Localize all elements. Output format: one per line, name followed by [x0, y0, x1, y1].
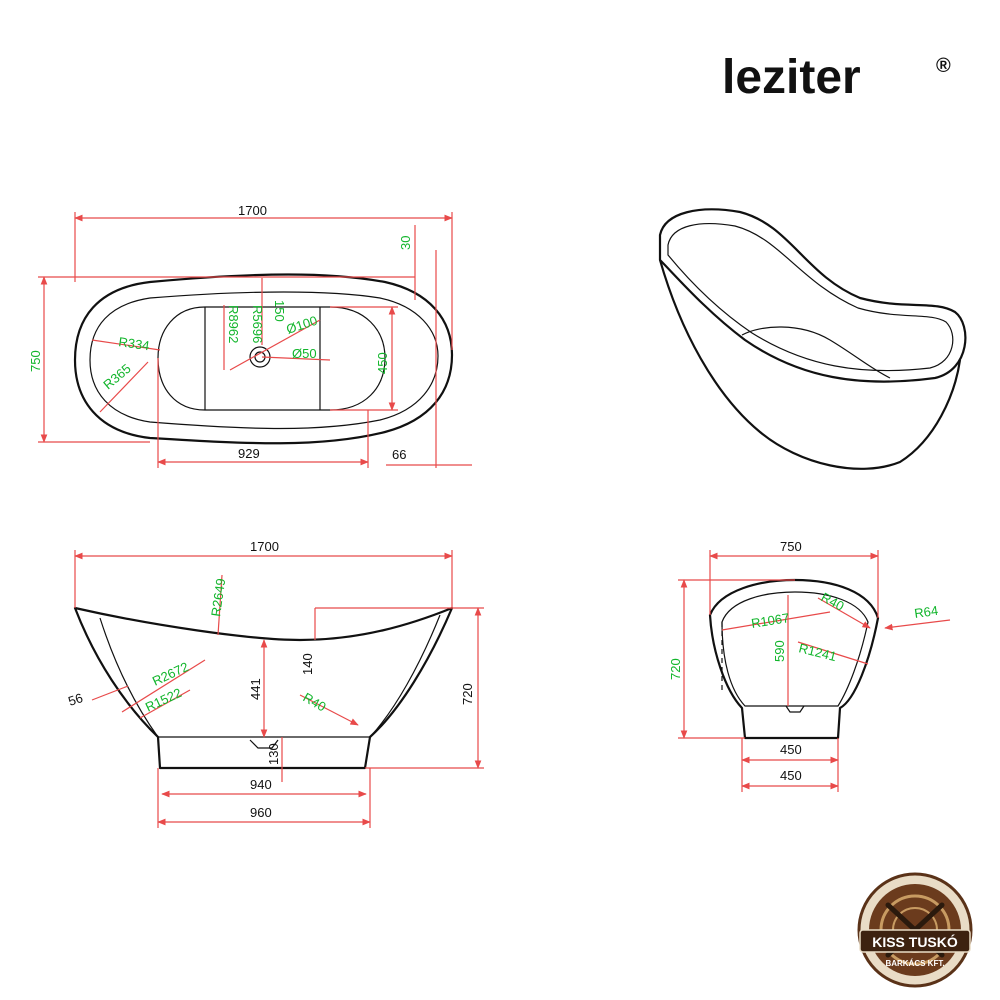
leader-r1241 — [797, 641, 869, 665]
label-r40-end: R40 — [819, 589, 847, 613]
leader-r1067 — [721, 611, 831, 631]
label-r2649: R2649 — [208, 577, 228, 617]
end-view: 750 720 590 R1067 R40 R64 R1241 450 450 — [668, 539, 951, 792]
label-r365: R365 — [100, 361, 133, 392]
seal-text-main: KISS TUSKÓ — [872, 933, 958, 950]
label-r1522: R1522 — [143, 685, 184, 715]
dim-label-1700-side: 1700 — [250, 539, 279, 554]
label-r1241: R1241 — [797, 640, 838, 664]
dim-label-720-side: 720 — [460, 683, 475, 705]
registered-mark: ® — [936, 55, 951, 77]
dim-label-590: 590 — [772, 640, 787, 662]
top-view: 1700 30 750 150 R334 R365 R8962 R5696 Ø1… — [28, 203, 472, 468]
label-drain-100: Ø100 — [284, 313, 319, 337]
side-view-inner-wall — [99, 617, 159, 738]
leader-drain-50 — [261, 356, 331, 361]
leader-r1522 — [139, 689, 191, 719]
dim-label-960: 960 — [250, 805, 272, 820]
dim-label-130: 130 — [266, 743, 281, 765]
perspective-basin — [741, 326, 891, 379]
perspective-view — [658, 208, 967, 470]
perspective-body — [658, 259, 962, 470]
dim-label-940: 940 — [250, 777, 272, 792]
label-56: 56 — [66, 690, 84, 709]
top-view-outer-outline — [73, 273, 454, 445]
label-drain-50: Ø50 — [292, 346, 317, 361]
label-r334: R334 — [118, 334, 151, 353]
dim-label-450-end-outer: 450 — [780, 768, 802, 783]
brand-logo: leziter ® — [722, 51, 951, 104]
top-view-basin — [157, 306, 386, 411]
dim-label-441: 441 — [248, 678, 263, 700]
perspective-rim-inner — [667, 223, 954, 372]
top-view-inner-rim — [89, 291, 439, 430]
leader-56 — [91, 685, 129, 701]
label-r8962: R8962 — [226, 305, 241, 343]
leader-r365 — [99, 361, 149, 413]
dim-label-750-top: 750 — [28, 350, 43, 372]
dim-label-1700-top: 1700 — [238, 203, 267, 218]
end-view-body — [708, 578, 880, 740]
leader-r40-side — [299, 694, 359, 726]
side-view-inner-wall-right — [369, 614, 441, 738]
label-r1067: R1067 — [750, 610, 790, 631]
dim-label-750-end: 750 — [780, 539, 802, 554]
leader-r2649 — [217, 574, 223, 636]
side-view: 1700 R2649 R2672 R1522 56 441 140 R40 72… — [66, 539, 484, 828]
dim-label-720-end: 720 — [668, 658, 683, 680]
brand-name: leziter — [722, 51, 861, 104]
dim-label-140: 140 — [300, 653, 315, 675]
leader-r64 — [884, 619, 951, 631]
seal-banner — [859, 929, 971, 953]
leader-r2672 — [121, 659, 206, 713]
dim-label-929: 929 — [238, 446, 260, 461]
dim-label-30: 30 — [398, 236, 413, 250]
end-view-drain — [785, 705, 805, 713]
dim-label-450-top: 450 — [375, 352, 390, 374]
leader-r334 — [91, 339, 161, 351]
seal-text-sub: BARKÁCS KFT. — [885, 959, 944, 968]
perspective-rim-outer — [658, 208, 967, 383]
label-r40-side: R40 — [301, 690, 329, 715]
leader-drain-100 — [229, 319, 321, 371]
label-r2672: R2672 — [150, 659, 191, 689]
label-r64: R64 — [913, 603, 939, 621]
end-view-inner-wall — [721, 591, 869, 707]
dim-label-450-end-inner: 450 — [780, 742, 802, 757]
side-view-drain — [249, 739, 279, 749]
label-r5696: R5696 — [250, 305, 265, 343]
dim-label-150: 150 — [272, 300, 287, 322]
leader-r40-end — [817, 597, 871, 629]
kiss-tusko-seal: KISS TUSKÓ BARKÁCS KFT. — [857, 872, 973, 988]
dim-label-66: 66 — [392, 447, 406, 462]
